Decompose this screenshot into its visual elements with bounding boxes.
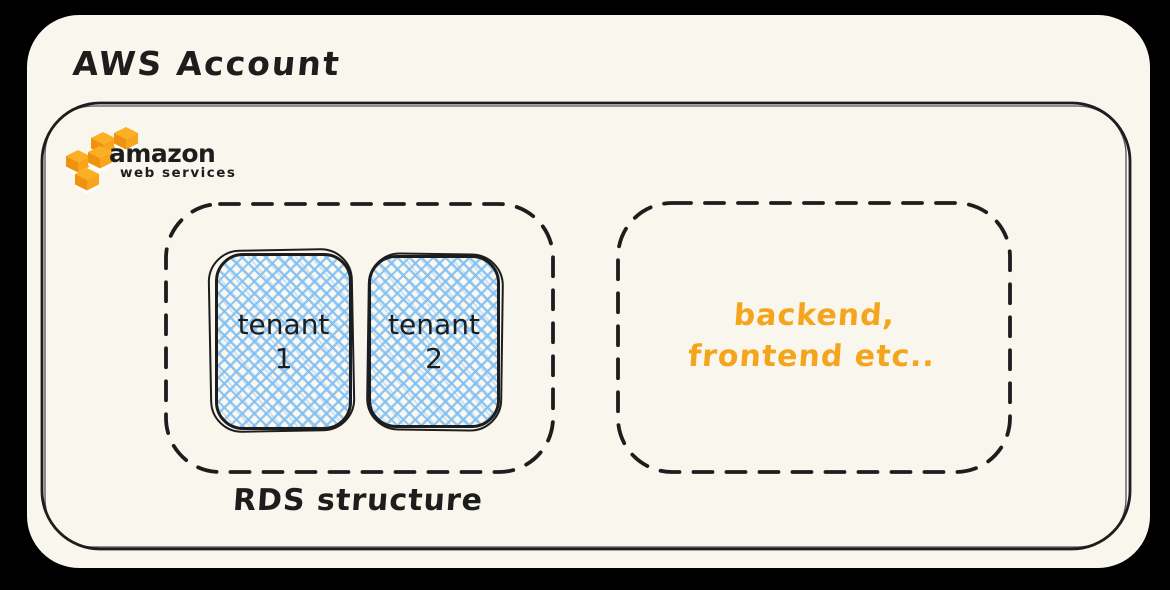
tenant-1-label: tenant 1 [238,308,330,375]
services-label: backend, frontend etc.. [660,296,966,377]
canvas-background [27,15,1150,568]
tenant-2-label: tenant 2 [388,308,480,375]
tenant-2-name: tenant [388,307,480,341]
tenant-2-box: tenant 2 [368,255,500,428]
tenant-2-number: 2 [425,341,443,375]
tenant-1-box: tenant 1 [215,253,352,430]
diagram-title: AWS Account [71,44,343,83]
rds-structure-label: RDS structure [231,483,485,518]
tenant-1-number: 1 [274,341,293,375]
aws-logo-amazon: amazon [109,139,216,168]
aws-logo-text: amazon web services [109,141,236,181]
services-label-line1: backend, [732,298,897,333]
services-label-line2: frontend etc.. [686,338,937,374]
tenant-1-name: tenant [237,307,330,341]
aws-logo-web-services: web services [120,165,237,181]
